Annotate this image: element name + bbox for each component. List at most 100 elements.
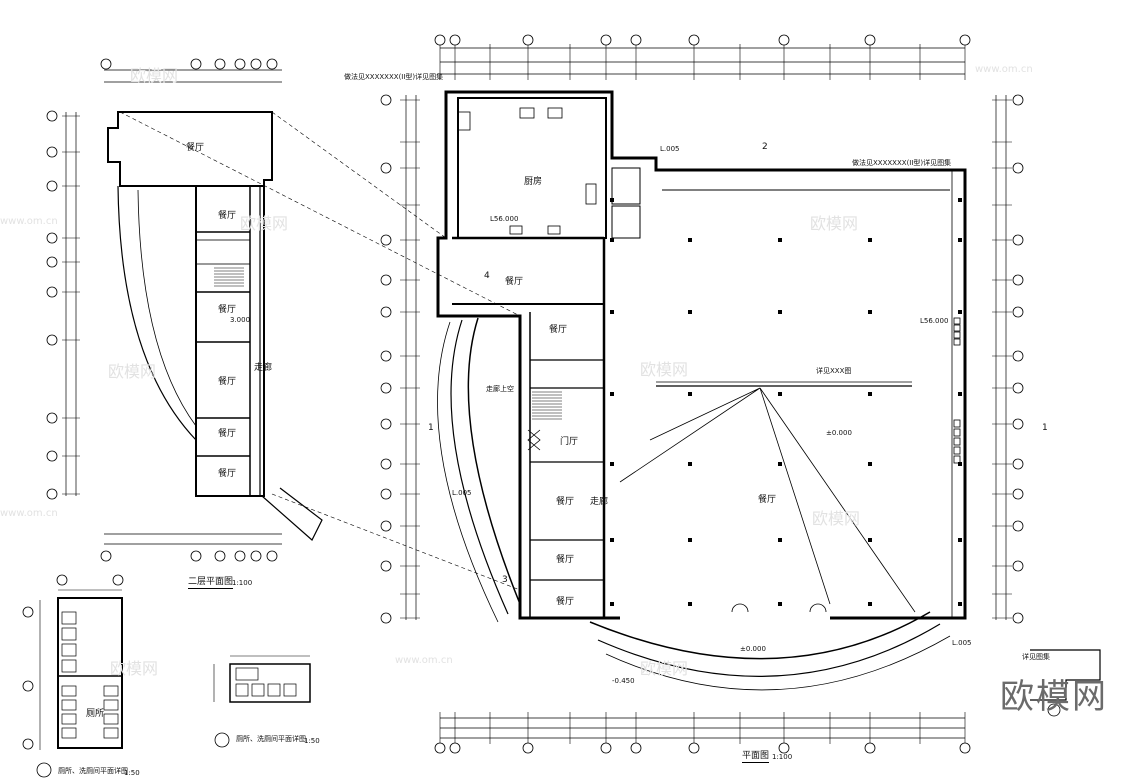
axis-bubble-right: [1012, 488, 1024, 500]
axis-bubble-left: [380, 488, 392, 500]
axis-bubble: [190, 58, 202, 70]
small-room: [611, 205, 641, 239]
detail-label-bubble: [1047, 703, 1061, 717]
west-curve-inner: [467, 317, 521, 605]
hall-column: [610, 310, 614, 314]
title-main-plan-scale: 1:100: [772, 753, 793, 761]
fixture: [547, 107, 563, 119]
watermark-3: 欧模网: [810, 214, 859, 233]
hall-column: [778, 538, 782, 542]
detail-fixture: [61, 659, 77, 673]
room-label-dining-m2: 餐厅: [549, 325, 568, 335]
axis-bubble-right: [1012, 234, 1024, 246]
diagonal-lines: [619, 387, 916, 613]
detail-fixture: [103, 727, 119, 739]
axis-bubble-top: [449, 34, 461, 46]
detail-label-bubble: [214, 732, 230, 748]
axis-bubble-bottom: [688, 742, 700, 754]
section-mark-top: 2: [762, 142, 768, 152]
south-canopy-edge: [605, 635, 951, 691]
axis-bubble-bottom: [778, 742, 790, 754]
west-curve-edge: [437, 321, 499, 623]
wing-outer-wall: [107, 111, 273, 497]
detail-fixture: [61, 627, 77, 641]
hall-column: [688, 392, 692, 396]
detail-fixture: [61, 699, 77, 711]
axis-bubble: [266, 550, 278, 562]
level-mark-8: ±0.000: [740, 645, 766, 653]
title-main-plan: 平面图: [742, 751, 770, 763]
axis-bubble-bottom: [434, 742, 446, 754]
section-mark-left: 1: [428, 423, 434, 433]
level-mark-7: ±0.000: [826, 429, 852, 437]
wing-ramp: [261, 487, 323, 541]
level-mark-1: L.005: [660, 145, 680, 153]
east-fixture: [953, 324, 961, 332]
door-swing: [739, 603, 749, 613]
watermark-url-4: www.om.cn: [395, 655, 453, 666]
door-swing: [817, 603, 827, 613]
room-label-dining-m5: 餐厅: [556, 597, 575, 607]
hall-column: [868, 602, 872, 606]
detail2-outer: [229, 663, 311, 703]
axis-bubble-left: [380, 350, 392, 362]
axis-bubble-left: [380, 560, 392, 572]
axis-bubble: [190, 550, 202, 562]
hall-column: [610, 602, 614, 606]
hall-column: [958, 602, 962, 606]
section-mark-cut4: 4: [484, 271, 490, 281]
hall-column: [688, 238, 692, 242]
hall-column: [958, 462, 962, 466]
east-fixture: [953, 331, 961, 339]
hall-column: [688, 538, 692, 542]
detail-label-bubble: [36, 762, 52, 778]
level-mark-9: 3.000: [230, 316, 251, 324]
east-fixture: [953, 428, 961, 437]
detail-fixture: [103, 713, 119, 725]
axis-bubble-bottom: [522, 742, 534, 754]
hall-column: [778, 310, 782, 314]
detail-fixture: [61, 643, 77, 657]
axis-bubble-left: [380, 94, 392, 106]
axis-bubble: [46, 256, 58, 268]
room-label-toilet-detail: 厕所: [86, 709, 105, 719]
door-swing: [809, 603, 819, 613]
axis-bubble: [46, 232, 58, 244]
axis-bubble: [100, 550, 112, 562]
hall-column: [688, 310, 692, 314]
axis-bubble-right: [1012, 274, 1024, 286]
detail2-fixture: [283, 683, 297, 697]
projection-line: [119, 111, 521, 317]
axis-bubble-bottom: [630, 742, 642, 754]
level-mark-5: L56.000: [920, 317, 949, 325]
axis-bubble: [214, 550, 226, 562]
axis-bubble-top: [688, 34, 700, 46]
plan-linework: [22, 34, 1101, 778]
fixture: [509, 225, 523, 235]
hall-column: [778, 238, 782, 242]
axis-bubble-left: [380, 612, 392, 624]
hall-column: [868, 462, 872, 466]
room-label-dining-m1: 餐厅: [505, 277, 524, 287]
corner-detail: [1030, 649, 1101, 701]
axis-bubble-left: [380, 458, 392, 470]
note-corner: 详见图集: [1022, 653, 1050, 661]
room-label-dining-l3: 餐厅: [218, 305, 237, 315]
title-detail-2-scale: 1:50: [304, 737, 320, 745]
hall-column: [688, 462, 692, 466]
axis-bubble-right: [1012, 612, 1024, 624]
detail-fixture: [61, 611, 77, 625]
axis-bubble: [46, 146, 58, 158]
watermark-8: 欧模网: [640, 659, 689, 678]
detail-fixture: [61, 727, 77, 739]
detail-fixture: [61, 685, 77, 697]
axis-bubble-left: [380, 382, 392, 394]
axis-bubble-left: [380, 234, 392, 246]
axis-bubble-top: [522, 34, 534, 46]
axis-bubble-top: [959, 34, 971, 46]
east-fixture: [953, 455, 961, 464]
detail-outer: [57, 597, 123, 749]
fixture: [457, 111, 471, 131]
axis-bubble-bottom: [864, 742, 876, 754]
east-fixture: [953, 338, 961, 346]
